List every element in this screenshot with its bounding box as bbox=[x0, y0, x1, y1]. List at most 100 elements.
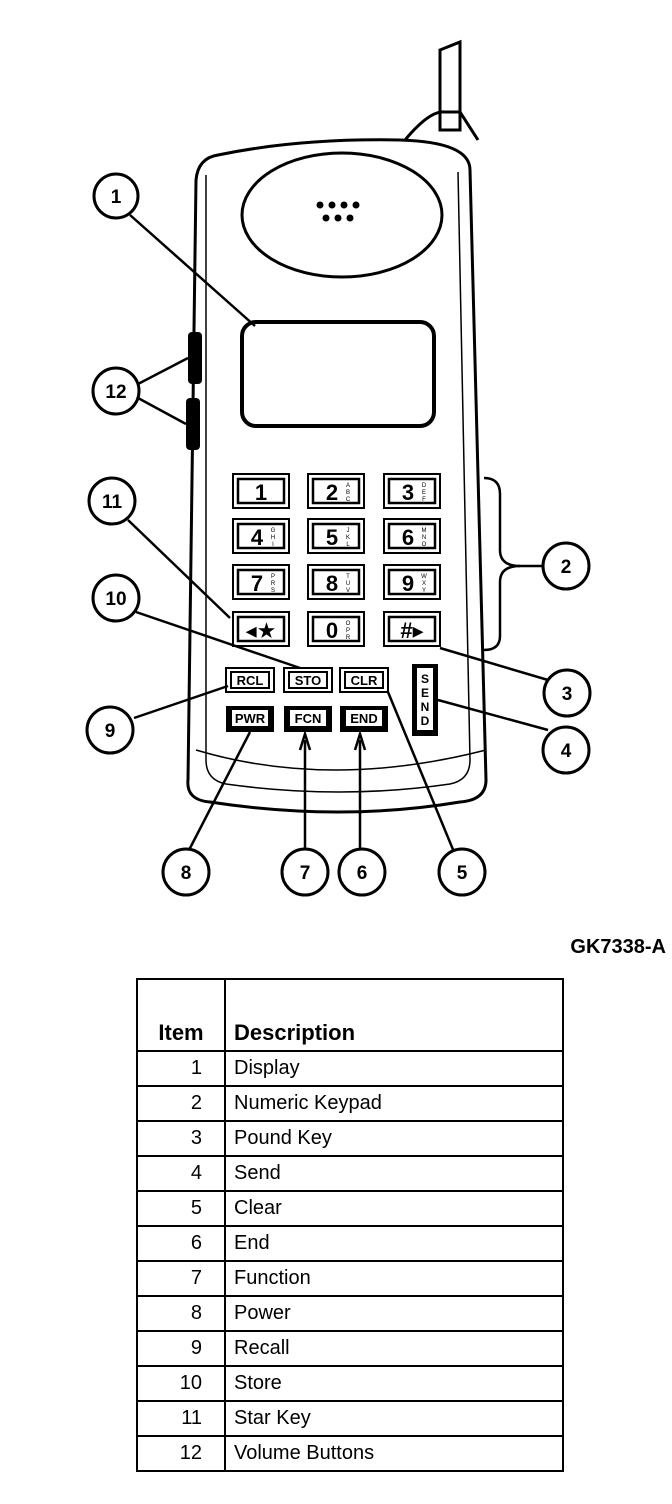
keypad-key-letters: D bbox=[422, 483, 427, 489]
svg-text:10: 10 bbox=[105, 589, 126, 610]
keypad-key: 1 bbox=[232, 473, 290, 509]
keypad-bracket bbox=[483, 476, 521, 652]
rcl-key: RCL bbox=[225, 667, 275, 693]
send-letter: N bbox=[421, 700, 430, 714]
keypad-key-label: 8 bbox=[326, 571, 338, 596]
legend-item-description: Pound Key bbox=[224, 1120, 564, 1157]
legend-item-number: 11 bbox=[136, 1400, 226, 1437]
keypad-key-letters: U bbox=[346, 581, 350, 587]
svg-text:4: 4 bbox=[561, 741, 572, 762]
keypad-key-letters: B bbox=[346, 490, 350, 496]
keypad-key-label: 2 bbox=[326, 480, 338, 505]
svg-text:3: 3 bbox=[562, 684, 573, 705]
legend-item-description: Numeric Keypad bbox=[224, 1085, 564, 1122]
callout-12: 12 bbox=[91, 366, 141, 416]
sto-key: STO bbox=[283, 667, 333, 693]
callout-8: 8 bbox=[161, 847, 211, 897]
keypad-key-letters: I bbox=[272, 542, 274, 548]
keypad-key-letters: O bbox=[346, 621, 351, 627]
legend-item-description: Star Key bbox=[224, 1400, 564, 1437]
legend-item-number: 4 bbox=[136, 1155, 226, 1192]
keypad-key-letters: K bbox=[346, 535, 350, 541]
keypad-key-letters: P bbox=[346, 628, 350, 634]
keypad-key: ◂★ bbox=[232, 611, 290, 647]
legend-item-number: 5 bbox=[136, 1190, 226, 1227]
keypad-key: 3 DEF bbox=[383, 473, 441, 509]
callout-3: 3 bbox=[542, 668, 592, 718]
callout-11: 11 bbox=[87, 476, 137, 526]
send-letter: D bbox=[421, 714, 430, 728]
callout-9: 9 bbox=[85, 705, 135, 755]
legend-item-number: 3 bbox=[136, 1120, 226, 1157]
legend-item-number: 10 bbox=[136, 1365, 226, 1402]
keypad-key-letters: R bbox=[346, 635, 351, 641]
callout-2: 2 bbox=[541, 541, 591, 591]
keypad-key-label: 6 bbox=[402, 525, 414, 550]
keypad-key-letters: X bbox=[422, 581, 426, 587]
keypad-key-label: ◂★ bbox=[246, 618, 277, 643]
svg-text:11: 11 bbox=[102, 492, 123, 513]
keypad-key-letters: E bbox=[422, 490, 426, 496]
svg-text:6: 6 bbox=[357, 863, 368, 884]
end-key: END bbox=[340, 706, 388, 732]
legend-item-number: 9 bbox=[136, 1330, 226, 1367]
keypad-key-label: 5 bbox=[326, 525, 338, 550]
keypad-key-letters: A bbox=[346, 483, 350, 489]
keypad-key-label: 3 bbox=[402, 480, 414, 505]
keypad-key: #▸ bbox=[383, 611, 441, 647]
legend-item-number: 7 bbox=[136, 1260, 226, 1297]
keypad-key-letters: T bbox=[346, 574, 350, 580]
send-key: S E N D bbox=[412, 664, 438, 736]
keypad-key-label: 1 bbox=[255, 480, 267, 505]
legend-item-description: Function bbox=[224, 1260, 564, 1297]
svg-text:8: 8 bbox=[181, 863, 192, 884]
svg-text:9: 9 bbox=[105, 721, 116, 742]
legend-item-description: Store bbox=[224, 1365, 564, 1402]
keypad-key-letters: M bbox=[422, 528, 427, 534]
svg-text:12: 12 bbox=[105, 382, 126, 403]
send-letter: S bbox=[421, 672, 429, 686]
callout-10: 10 bbox=[91, 573, 141, 623]
legend-item-description: End bbox=[224, 1225, 564, 1262]
keypad-key-letters: S bbox=[271, 588, 275, 594]
header-item: Item bbox=[136, 978, 226, 1052]
rcl-label: RCL bbox=[237, 673, 264, 688]
keypad-key-letters: W bbox=[421, 574, 427, 580]
legend-item-number: 12 bbox=[136, 1435, 226, 1472]
clr-key: CLR bbox=[339, 667, 389, 693]
legend-item-number: 8 bbox=[136, 1295, 226, 1332]
svg-text:2: 2 bbox=[561, 557, 572, 578]
leader-lines bbox=[127, 214, 549, 853]
legend-item-description: Recall bbox=[224, 1330, 564, 1367]
send-letter: E bbox=[421, 686, 429, 700]
fcn-key: FCN bbox=[284, 706, 332, 732]
svg-text:7: 7 bbox=[300, 863, 311, 884]
svg-text:5: 5 bbox=[457, 863, 468, 884]
callout-4: 4 bbox=[541, 725, 591, 775]
callout-7: 7 bbox=[280, 847, 330, 897]
keypad-key-letters: F bbox=[422, 497, 426, 503]
keypad-key-letters: P bbox=[271, 574, 275, 580]
keypad-key-letters: O bbox=[422, 542, 427, 548]
callout-5: 5 bbox=[437, 847, 487, 897]
antenna bbox=[403, 39, 480, 141]
legend-item-description: Power bbox=[224, 1295, 564, 1332]
